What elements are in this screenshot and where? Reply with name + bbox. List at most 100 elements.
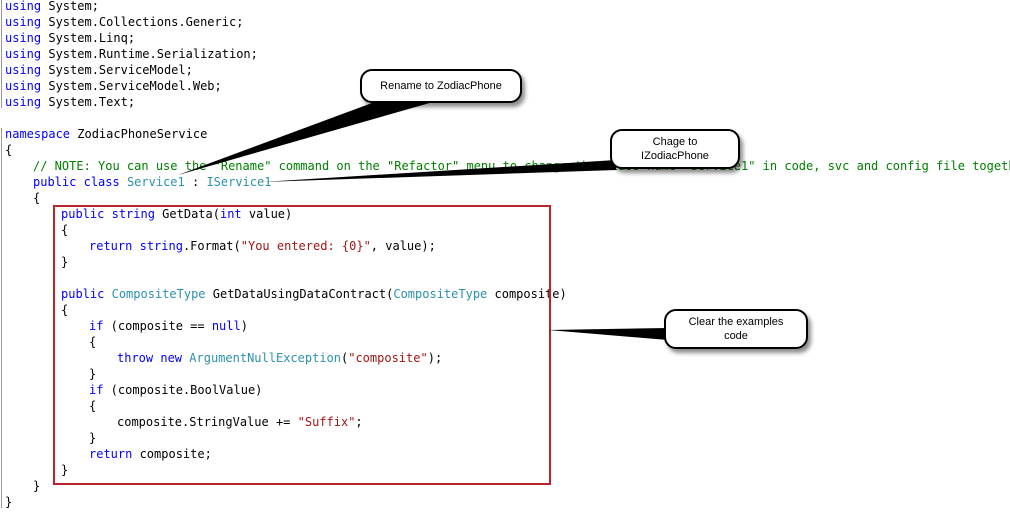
code-token: System;: [41, 0, 99, 13]
code-token: ZodiacPhoneService: [70, 127, 208, 141]
code-token: ;: [355, 415, 363, 429]
code-token: System.Collections.Generic;: [41, 15, 244, 29]
code-token: }: [5, 495, 13, 509]
code-token: "You entered: {0}": [240, 239, 371, 253]
code-token: null: [211, 319, 241, 333]
code-line: {: [89, 398, 96, 414]
code-token: string: [139, 239, 183, 253]
code-line: using System.ServiceModel;: [5, 62, 193, 78]
code-token: if: [89, 319, 104, 333]
code-line: public CompositeType GetDataUsingDataCon…: [61, 286, 567, 302]
code-token: ArgumentNullException: [189, 351, 341, 365]
code-token: System.Runtime.Serialization;: [41, 47, 258, 61]
code-token: {: [89, 335, 97, 349]
code-token: composite): [487, 287, 567, 301]
code-token: System.Linq;: [41, 31, 136, 45]
callout-change-text-1: Chage to: [652, 136, 698, 148]
callout-change-text-2: IZodiacPhone: [641, 150, 709, 162]
code-line: using System.Text;: [5, 94, 135, 110]
code-line: using System.Runtime.Serialization;: [5, 46, 258, 62]
code-token: , value);: [370, 239, 436, 253]
callout-change: Chage to IZodiacPhone: [610, 129, 740, 169]
code-line: {: [61, 222, 68, 238]
code-token: Service1: [126, 175, 185, 189]
code-token: using: [5, 63, 42, 77]
code-token: }: [89, 431, 97, 445]
code-line: namespace ZodiacPhoneService: [5, 126, 207, 142]
code-token: (composite ==: [103, 319, 212, 333]
callout-clear-text-1: Clear the examples: [688, 316, 784, 328]
code-line: }: [89, 430, 96, 446]
code-token: using: [5, 31, 42, 45]
gutter-marker: [1, 0, 2, 108]
code-token: using: [5, 95, 42, 109]
code-token: composite;: [132, 447, 212, 461]
clear-callout-pointer: [548, 328, 668, 340]
callout-rename-text: Rename to ZodiacPhone: [380, 80, 502, 92]
code-token: }: [61, 255, 69, 269]
code-token: int: [219, 207, 242, 221]
gutter-marker: [1, 176, 2, 188]
code-token: "composite": [348, 351, 428, 365]
code-line: {: [33, 190, 40, 206]
code-token: (: [341, 351, 349, 365]
code-token: CompositeType: [393, 287, 488, 301]
code-token: GetDataUsingDataContract(: [205, 287, 394, 301]
code-token: }: [89, 367, 97, 381]
examples-highlight-box: [53, 205, 551, 485]
code-token: );: [427, 351, 443, 365]
code-token: CompositeType: [111, 287, 206, 301]
code-line: public class Service1 : IService1: [33, 174, 271, 190]
code-token: throw: [117, 351, 154, 365]
code-token: {: [33, 191, 41, 205]
code-token: IService1: [206, 175, 272, 189]
code-line: }: [5, 494, 12, 510]
code-line: }: [33, 478, 40, 494]
code-line: composite.StringValue += "Suffix";: [117, 414, 363, 430]
code-token: {: [61, 303, 69, 317]
callout-clear: Clear the examples code: [664, 309, 808, 349]
code-token: composite.StringValue +=: [117, 415, 298, 429]
code-token: {: [61, 223, 69, 237]
code-line: }: [89, 366, 96, 382]
code-token: string: [111, 207, 155, 221]
code-line: using System.Collections.Generic;: [5, 14, 243, 30]
code-line: return composite;: [89, 446, 212, 462]
code-line: public string GetData(int value): [61, 206, 292, 222]
code-token: new: [160, 351, 183, 365]
callout-rename: Rename to ZodiacPhone: [360, 69, 522, 103]
code-token: public: [61, 287, 105, 301]
code-line: if (composite.BoolValue): [89, 382, 262, 398]
gutter-marker: [1, 208, 2, 268]
code-token: :: [184, 175, 207, 189]
callout-clear-text-2: code: [724, 330, 748, 342]
code-line: using System.Linq;: [5, 30, 135, 46]
code-token: {: [5, 143, 13, 157]
code-token: System.Text;: [41, 95, 136, 109]
code-token: namespace: [5, 127, 71, 141]
rename-callout-pointer: [178, 100, 440, 175]
code-line: throw new ArgumentNullException("composi…: [117, 350, 442, 366]
code-token: "Suffix": [297, 415, 356, 429]
code-line: }: [61, 462, 68, 478]
gutter-marker: [1, 128, 2, 508]
code-token: public: [61, 207, 105, 221]
code-token: }: [61, 463, 69, 477]
code-token: return: [89, 447, 133, 461]
code-token: using: [5, 79, 42, 93]
code-token: value): [241, 207, 293, 221]
code-token: if: [89, 383, 104, 397]
code-token: using: [5, 15, 42, 29]
code-token: .Format(: [182, 239, 241, 253]
code-token: return: [89, 239, 133, 253]
code-line: {: [89, 334, 96, 350]
code-line: if (composite == null): [89, 318, 248, 334]
code-token: class: [83, 175, 120, 189]
code-token: System.ServiceModel;: [41, 63, 193, 77]
code-token: ): [240, 319, 248, 333]
code-token: public: [33, 175, 77, 189]
code-token: GetData(: [154, 207, 220, 221]
code-line: {: [5, 142, 12, 158]
